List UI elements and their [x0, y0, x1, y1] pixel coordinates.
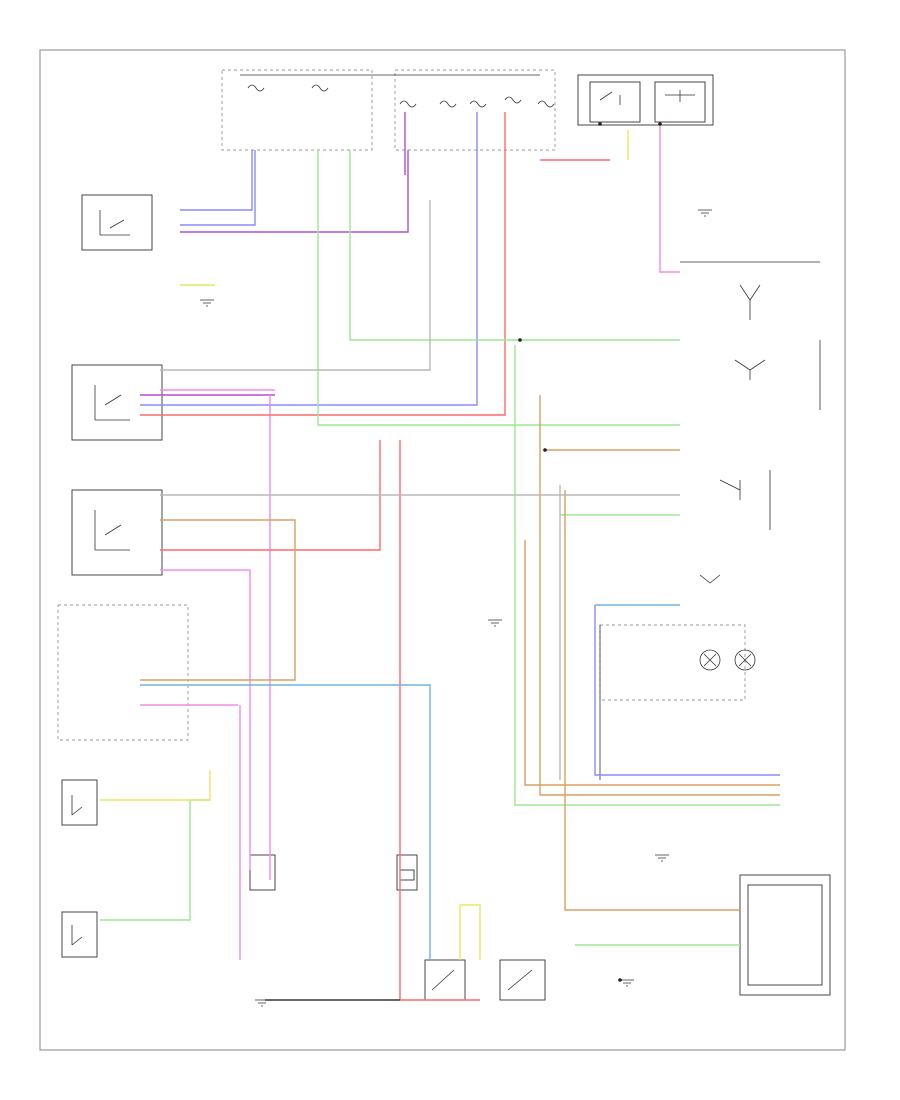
- wire-blue: [594, 605, 780, 776]
- a-c-cycling-switch: [61, 911, 98, 958]
- wire-yellow: [100, 770, 211, 801]
- top-fuse-area: [221, 69, 556, 151]
- pcm-power-relay: [81, 194, 153, 251]
- diagram-frame: [39, 49, 846, 1051]
- wire-green: [349, 150, 680, 341]
- wire-pink: [659, 125, 680, 273]
- wire-red: [399, 440, 480, 1001]
- temperature-blend-actuator: [699, 574, 721, 584]
- wire-gray: [160, 200, 431, 371]
- illumination: [599, 624, 756, 701]
- wire-yellow: [459, 904, 481, 960]
- wire-purple: [180, 150, 409, 233]
- a-c-pressure-transducer: [249, 854, 276, 891]
- a-c-clutch-relay: [71, 489, 163, 576]
- engine-cooling-fan-relay: [71, 364, 163, 441]
- wire-orange: [140, 519, 296, 681]
- wire-orange: [539, 395, 780, 796]
- wire-green: [100, 799, 210, 921]
- wires: [100, 112, 780, 1001]
- a-c-compressor-clutch: [424, 959, 466, 1001]
- splice-dots: [518, 122, 662, 982]
- blower-motor-control-module: [61, 779, 98, 826]
- powertrain-control-module: [739, 874, 831, 996]
- wire-green: [514, 345, 780, 806]
- wire-light-blue: [140, 684, 431, 960]
- wire-blue: [180, 150, 253, 211]
- mode-select-switch: [499, 959, 546, 1001]
- hvac-control-module: [680, 261, 821, 410]
- battery-junction-box-lower: [57, 604, 189, 741]
- blower-motor-switch: [719, 470, 771, 530]
- battery-junction-box: [577, 74, 714, 126]
- wire-blue: [140, 112, 478, 406]
- wire-orange: [524, 540, 780, 786]
- wire-blue: [180, 150, 256, 226]
- ground-symbols: [200, 209, 712, 1007]
- wire-green: [317, 150, 680, 426]
- wire-red: [160, 440, 381, 551]
- wire-orange: [564, 490, 740, 911]
- wire-pink: [160, 569, 251, 870]
- wire-red: [140, 112, 506, 416]
